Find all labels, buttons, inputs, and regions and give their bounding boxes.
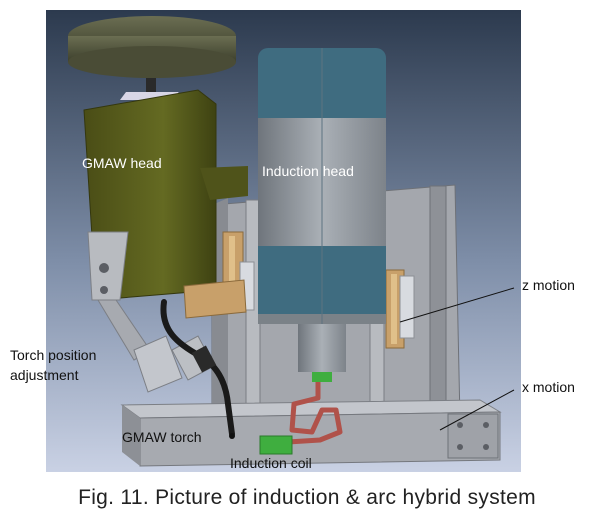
label-induction-coil: Induction coil xyxy=(230,455,312,471)
gmaw-torch-cable xyxy=(160,299,235,439)
induction-head xyxy=(258,48,386,382)
induction-coil xyxy=(259,382,343,455)
label-gmaw-torch: GMAW torch xyxy=(122,429,202,445)
label-z-motion: z motion xyxy=(522,277,575,293)
torch-position-bracket xyxy=(87,231,215,393)
label-torch-position-line2: adjustment xyxy=(10,367,79,383)
figure-caption: Fig. 11. Picture of induction & arc hybr… xyxy=(78,486,536,509)
label-x-motion: x motion xyxy=(522,379,575,395)
leader-lines xyxy=(399,287,515,431)
gmaw-head xyxy=(68,16,248,319)
label-torch-position-line1: Torch position xyxy=(10,347,96,363)
label-induction-head: Induction head xyxy=(262,163,354,179)
label-gmaw-head: GMAW head xyxy=(82,155,162,171)
